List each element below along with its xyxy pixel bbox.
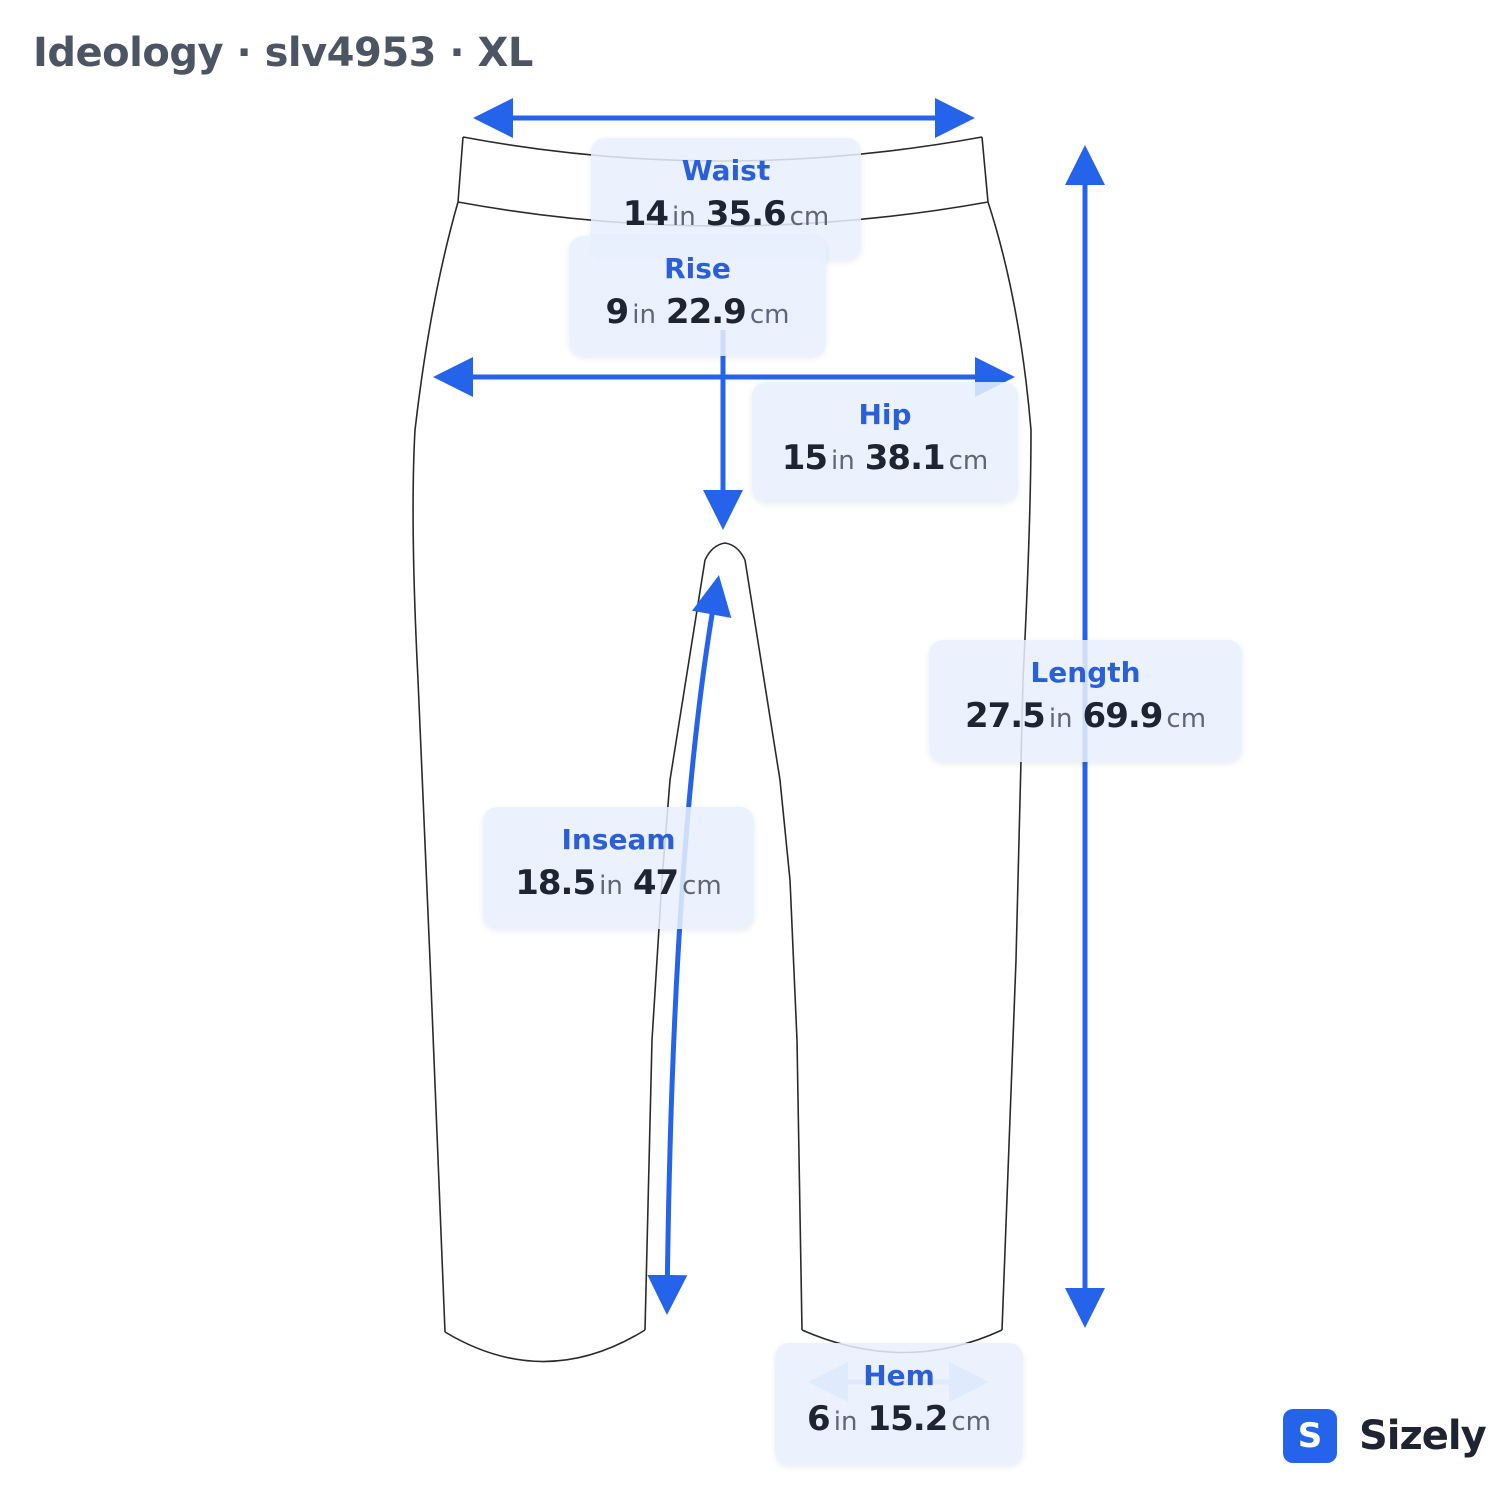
unit-cm: cm	[682, 871, 722, 901]
hem-cm-value: 15.2	[867, 1399, 948, 1439]
unit-in: in	[831, 446, 855, 476]
unit-in: in	[833, 1407, 858, 1437]
unit-cm: cm	[749, 300, 790, 330]
waist-cm-value: 35.6	[705, 194, 787, 234]
brand: S Sizely	[1283, 1409, 1487, 1463]
length-cm-value: 69.9	[1082, 696, 1164, 736]
unit-cm: cm	[789, 202, 830, 232]
unit-in: in	[1048, 704, 1073, 734]
sizely-logo-icon: S	[1283, 1409, 1337, 1463]
rise-cm-value: 22.9	[665, 292, 747, 332]
rise-in-value: 9	[605, 292, 630, 332]
length-in-value: 27.5	[964, 696, 1046, 736]
inseam-in-value: 18.5	[515, 863, 596, 903]
inseam-arrow	[647, 575, 732, 1315]
unit-in: in	[672, 202, 696, 232]
inseam-label: Inseam	[561, 823, 676, 856]
unit-in: in	[632, 300, 656, 330]
hip-label: Hip	[858, 398, 912, 431]
brand-name: Sizely	[1359, 1413, 1487, 1459]
inseam-cm-value: 47	[632, 863, 679, 903]
waist-in-value: 14	[622, 194, 669, 234]
unit-in: in	[599, 871, 623, 901]
unit-cm: cm	[948, 446, 989, 476]
hip-in-value: 15	[781, 438, 828, 478]
waist-label: Waist	[681, 154, 771, 187]
unit-cm: cm	[1166, 704, 1207, 734]
length-label: Length	[1030, 656, 1141, 689]
hip-cm-value: 38.1	[864, 438, 946, 478]
rise-label: Rise	[664, 252, 731, 285]
unit-cm: cm	[951, 1407, 991, 1437]
page-title: Ideology · slv4953 · XL	[33, 30, 533, 76]
hem-label: Hem	[863, 1359, 935, 1392]
hem-in-value: 6	[807, 1399, 831, 1439]
